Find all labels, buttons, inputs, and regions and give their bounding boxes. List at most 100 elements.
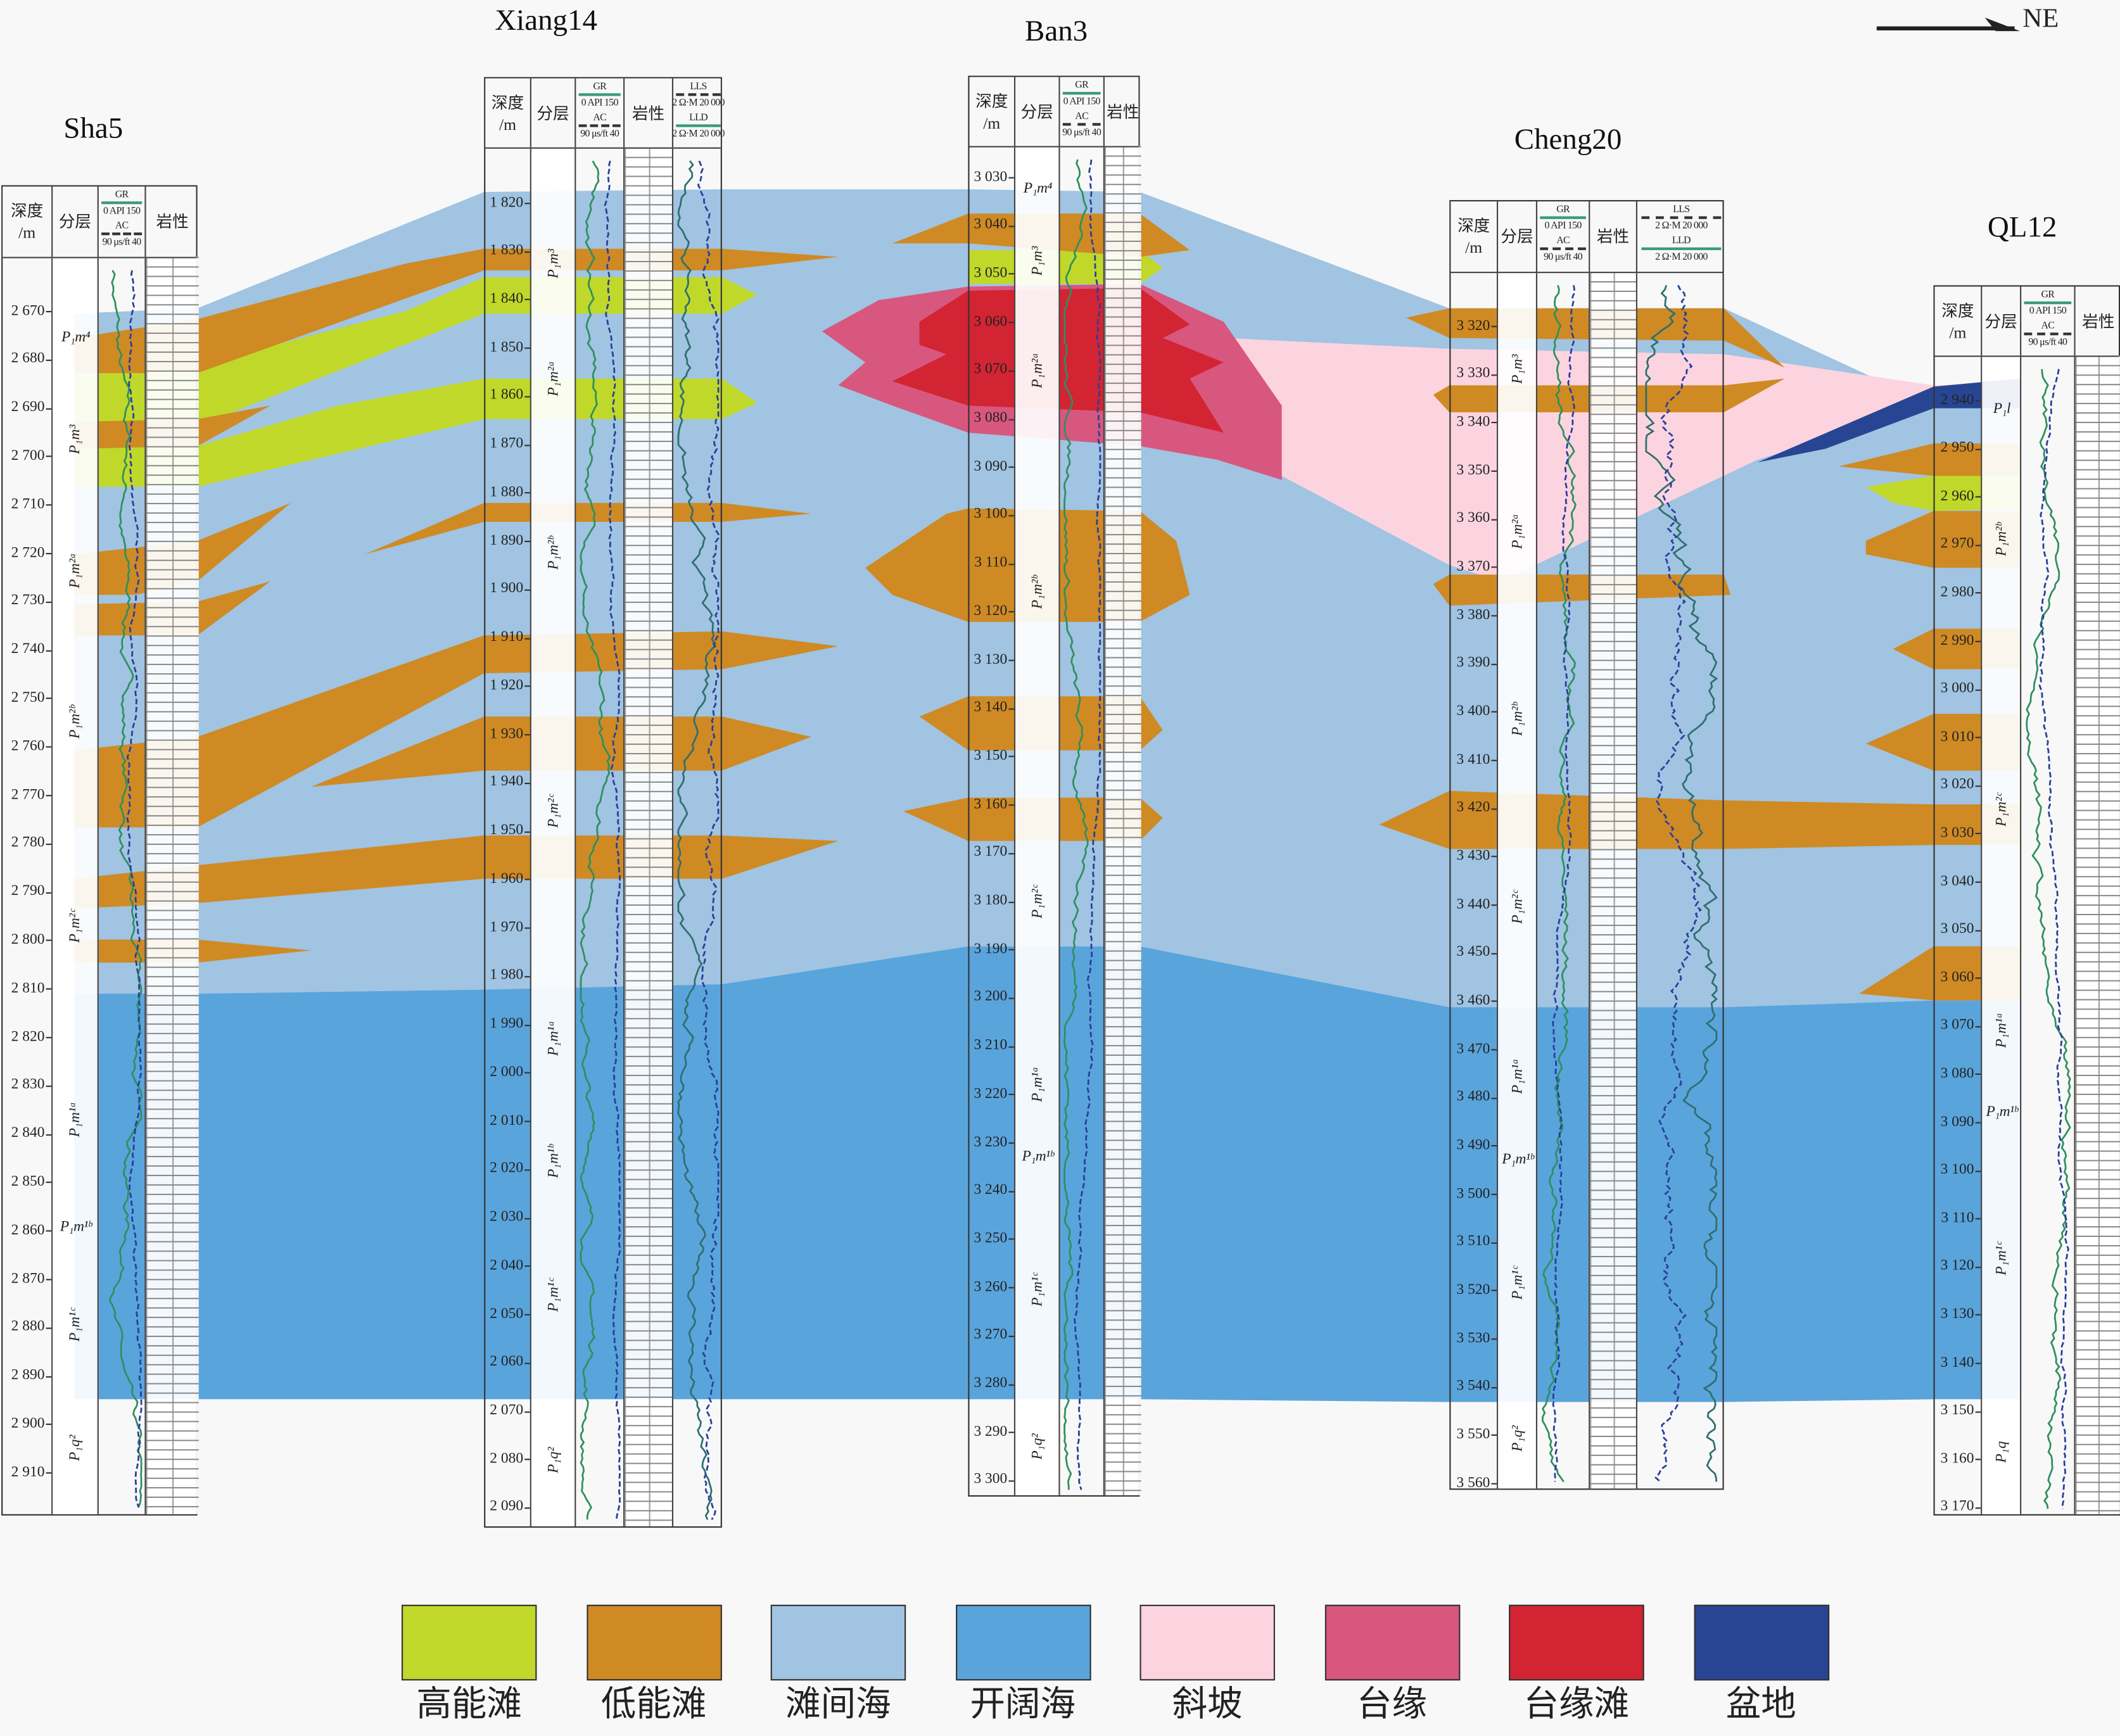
legend-swatch	[1324, 1604, 1460, 1681]
strata-track	[1498, 272, 1538, 1489]
strata-label: P₁l	[1993, 401, 2011, 417]
strata-header-label: 分层	[1020, 102, 1053, 122]
depth-tick-label: 3 170	[1941, 1498, 1981, 1516]
depth-tick-label: 3 030	[974, 168, 1014, 186]
ac-curve	[1552, 285, 1575, 1482]
depth-tick-label: 1 930	[490, 725, 530, 743]
depth-tick-label: 3 460	[1456, 992, 1497, 1010]
gr-scale: 0 API 150	[1544, 219, 1582, 232]
depth-header: 深度/m	[485, 78, 531, 148]
depth-tick-label: 3 530	[1456, 1330, 1497, 1348]
strata-label: P₁m¹ᵇ	[1986, 1103, 2018, 1120]
legend-line-dashed	[2024, 333, 2072, 336]
depth-tick-label: 3 090	[1941, 1113, 1981, 1131]
depth-tick-label: 3 520	[1456, 1281, 1497, 1299]
depth-tick-label: 3 160	[974, 795, 1014, 813]
legend-line-dashed	[578, 124, 621, 127]
depth-tick-label: 1 840	[490, 291, 530, 308]
lithology-header: 岩性	[1105, 77, 1141, 146]
depth-tick-label: 3 400	[1456, 703, 1497, 721]
depth-tick-label: 2 980	[1941, 584, 1981, 602]
lithology-header-label: 岩性	[2082, 312, 2115, 331]
depth-track	[485, 147, 531, 1526]
ac-label: AC	[1556, 234, 1570, 246]
ac-scale: 90 μs/ft 40	[2028, 335, 2067, 348]
facies-low-energy-bank	[74, 248, 839, 374]
lithology-header: 岩性	[146, 187, 199, 257]
lithology-track	[625, 147, 674, 1526]
depth-tick-label: 2 030	[490, 1208, 530, 1226]
depth-tick-label: 3 390	[1456, 655, 1497, 673]
strata-label: P₁m¹ᵇ	[1022, 1148, 1054, 1165]
ac-label: AC	[1075, 109, 1089, 122]
depth-tick-label: 3 120	[974, 603, 1014, 621]
depth-tick-label: 3 360	[1456, 510, 1497, 528]
strata-header-label: 分层	[1501, 227, 1533, 246]
depth-tick-label: 3 070	[974, 362, 1014, 379]
ac-scale: 90 μs/ft 40	[1062, 125, 1101, 138]
depth-tick-label: 2 780	[11, 835, 51, 852]
gr-curve	[1063, 159, 1089, 1490]
depth-tick-label: 3 440	[1456, 896, 1497, 913]
depth-tick-label: 3 070	[1941, 1017, 1981, 1035]
ac-label: AC	[2041, 319, 2055, 331]
legend-label: 高能滩	[416, 1684, 522, 1725]
lld-scale: 2 Ω·M 20 000	[1655, 250, 1708, 263]
depth-tick-label: 3 140	[1941, 1354, 1981, 1372]
depth-tick-label: 3 250	[974, 1230, 1014, 1248]
depth-tick-label: 3 260	[974, 1278, 1014, 1296]
depth-tick-label: 2 970	[1941, 536, 1981, 554]
depth-tick-label: 2 070	[490, 1402, 530, 1420]
facies-low-energy-bank	[1379, 790, 2021, 849]
strata-label: P₁m¹ᵇ	[60, 1219, 92, 1236]
depth-tick-label: 1 990	[490, 1015, 530, 1033]
legend-label: 盆地	[1725, 1684, 1796, 1725]
depth-tick-label: 1 830	[490, 243, 530, 260]
gr-scale: 0 API 150	[1063, 94, 1101, 107]
depth-tick-label: 1 960	[490, 870, 530, 888]
depth-tick-label: 2 820	[11, 1028, 51, 1046]
depth-tick-label: 3 240	[974, 1182, 1014, 1200]
depth-track	[1450, 272, 1499, 1489]
depth-tick-label: 1 940	[490, 774, 530, 792]
depth-header: 深度/m	[1935, 286, 1983, 356]
depth-tick-label: 3 280	[974, 1375, 1014, 1393]
gr-ac-track	[576, 147, 625, 1526]
gr-curve	[108, 270, 143, 1508]
depth-tick-label: 2 910	[11, 1464, 51, 1481]
well-name: Xiang14	[495, 3, 597, 37]
depth-tick-label: 3 540	[1456, 1378, 1497, 1396]
depth-tick-label: 3 000	[1941, 680, 1981, 698]
depth-unit-label: /m	[499, 114, 517, 134]
depth-header-label: 深度	[11, 201, 44, 220]
legend-label: 斜坡	[1172, 1684, 1243, 1725]
depth-tick-label: 3 160	[1941, 1450, 1981, 1468]
depth-tick-label: 2 710	[11, 496, 51, 514]
facies-high-energy-bank	[74, 378, 758, 487]
strata-header-label: 分层	[58, 212, 92, 232]
depth-tick-label: 2 010	[490, 1112, 530, 1130]
depth-header-label: 深度	[1457, 216, 1490, 236]
depth-tick-label: 3 150	[974, 747, 1014, 765]
depth-tick-label: 1 820	[490, 194, 530, 212]
depth-tick-label: 3 370	[1456, 558, 1497, 576]
well-name: QL12	[1987, 209, 2057, 244]
legend-label: 开阔海	[970, 1684, 1076, 1725]
legend-line-dashed	[675, 93, 721, 96]
depth-tick-label: 3 130	[974, 651, 1014, 669]
legend-line-solid	[1062, 92, 1101, 95]
gr-label: GR	[115, 187, 129, 200]
ac-label: AC	[593, 111, 607, 124]
legend-line-solid	[2024, 301, 2072, 305]
depth-header-label: 深度	[975, 91, 1008, 110]
legend-swatch	[1509, 1604, 1644, 1681]
depth-tick-label: 2 090	[490, 1498, 530, 1516]
depth-tick-label: 3 040	[1941, 873, 1981, 890]
depth-tick-label: 3 270	[974, 1327, 1014, 1345]
ac-scale: 90 μs/ft 40	[580, 127, 619, 139]
